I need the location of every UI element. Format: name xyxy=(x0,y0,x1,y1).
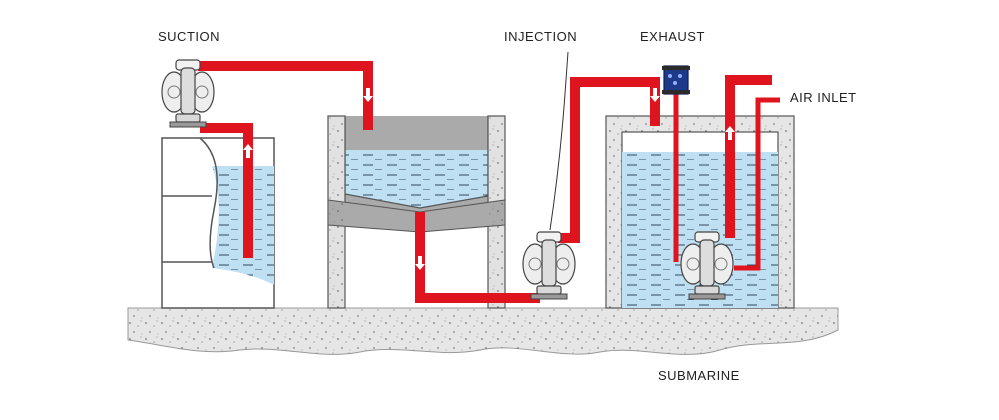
suction-label: SUCTION xyxy=(158,29,220,44)
flow-arrow-up xyxy=(243,144,253,158)
suction-discharge-pipe xyxy=(198,61,373,130)
flow-arrow-up xyxy=(725,126,735,140)
exhaust-label: EXHAUST xyxy=(640,29,705,44)
air-supply-pipe xyxy=(725,75,772,238)
flow-arrows xyxy=(243,88,735,270)
injection-label: INJECTION xyxy=(504,29,578,44)
exhaust-muffler-icon xyxy=(662,65,690,95)
drum-tank xyxy=(161,137,275,309)
suction-inlet-pipe xyxy=(200,123,253,258)
submarine-label: SUBMARINE xyxy=(658,368,740,383)
tank-outlet-pipe xyxy=(415,212,540,303)
flow-arrow-down xyxy=(415,256,425,270)
flow-arrow-down xyxy=(363,88,373,102)
injection-leader-line xyxy=(549,51,569,231)
pipes xyxy=(198,61,780,303)
air-inlet-label: AIR INLET xyxy=(790,90,857,105)
air-inlet-pipe xyxy=(734,97,780,271)
flow-arrow-down xyxy=(650,88,660,102)
